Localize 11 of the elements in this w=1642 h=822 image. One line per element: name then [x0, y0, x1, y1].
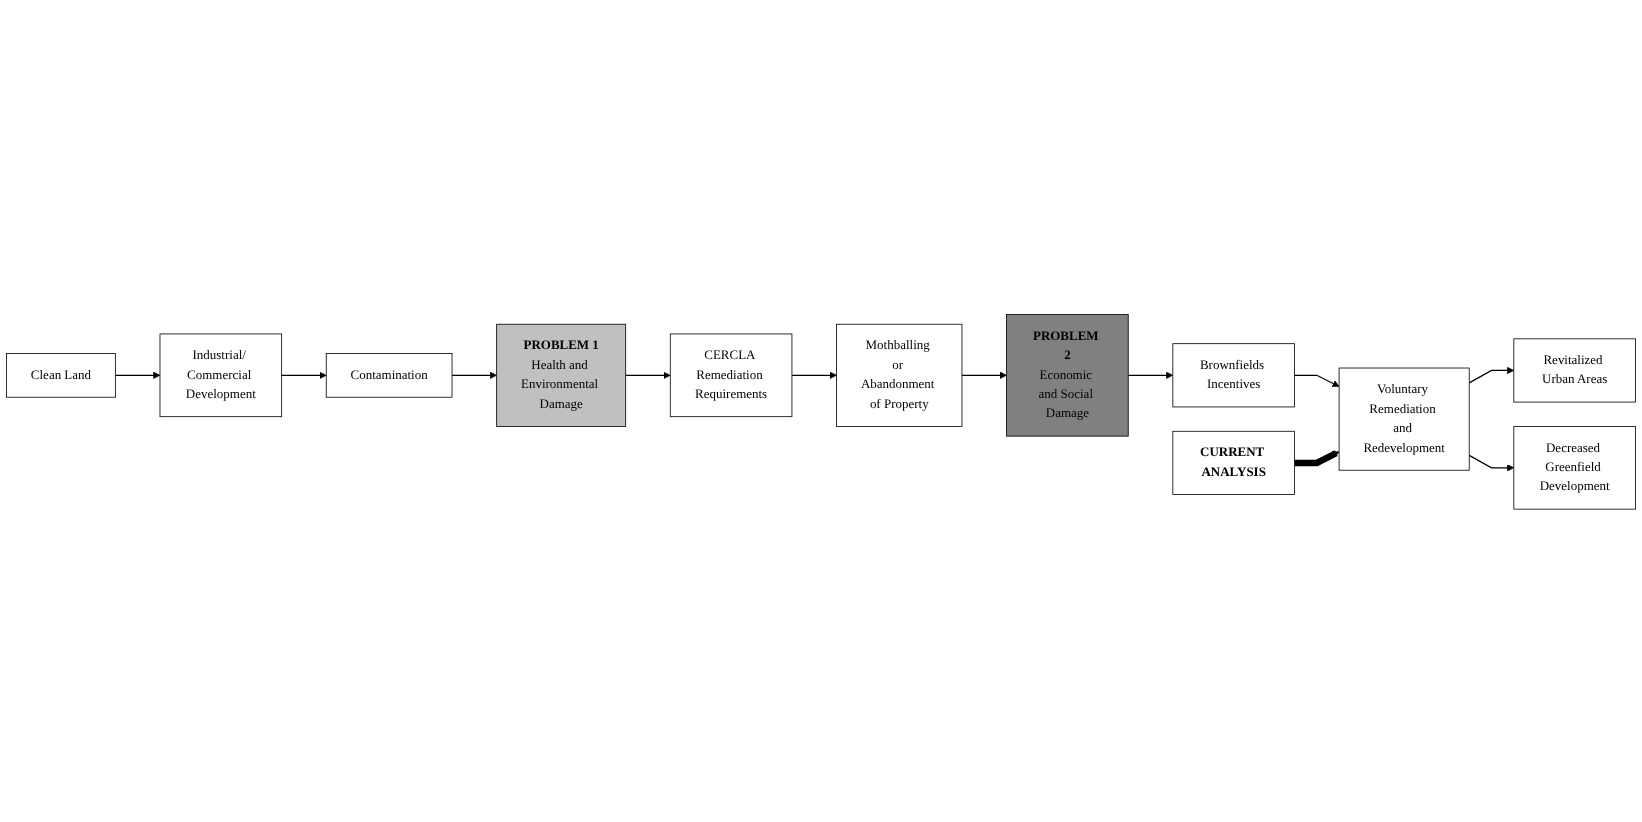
arrow	[1127, 370, 1174, 379]
arrow	[1468, 453, 1515, 471]
arrow	[961, 370, 1007, 379]
arrow	[1468, 366, 1515, 383]
arrow	[625, 370, 671, 379]
arrow	[281, 370, 327, 379]
arrow	[451, 370, 497, 379]
arrow	[791, 370, 837, 379]
arrow	[1293, 373, 1340, 386]
arrow	[114, 370, 161, 379]
arrow	[1294, 449, 1340, 466]
